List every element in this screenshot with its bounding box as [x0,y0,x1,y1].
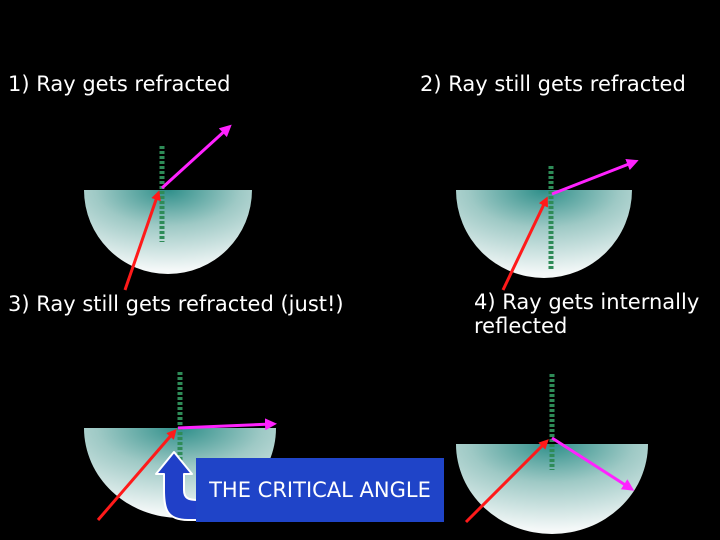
curved-arrow-icon [155,451,199,521]
critical-angle-text: THE CRITICAL ANGLE [209,478,431,502]
refracted-ray-3 [177,418,277,431]
caption-ray-still-refracted: 2) Ray still gets refracted [420,72,686,96]
incident-ray-1 [123,190,161,291]
glass-block-2 [456,190,632,278]
caption-ray-just-refracted: 3) Ray still gets refracted (just!) [8,292,344,316]
glass-block-4 [456,444,648,534]
panel-1 [84,124,252,291]
refracted-ray-2 [551,158,639,196]
glass-block-1 [84,190,252,274]
caption-ray-refracted: 1) Ray gets refracted [8,72,231,96]
critical-angle-label: THE CRITICAL ANGLE [196,458,444,522]
reflected-ray-4 [551,436,635,491]
refracted-ray-1 [160,124,232,190]
incident-ray-4 [464,439,549,524]
caption-ray-internally-reflected: 4) Ray gets internally reflected [474,290,700,338]
panel-4 [456,374,648,534]
incident-ray-3 [96,428,177,521]
panel-2 [456,158,639,291]
incident-ray-2 [501,196,548,291]
